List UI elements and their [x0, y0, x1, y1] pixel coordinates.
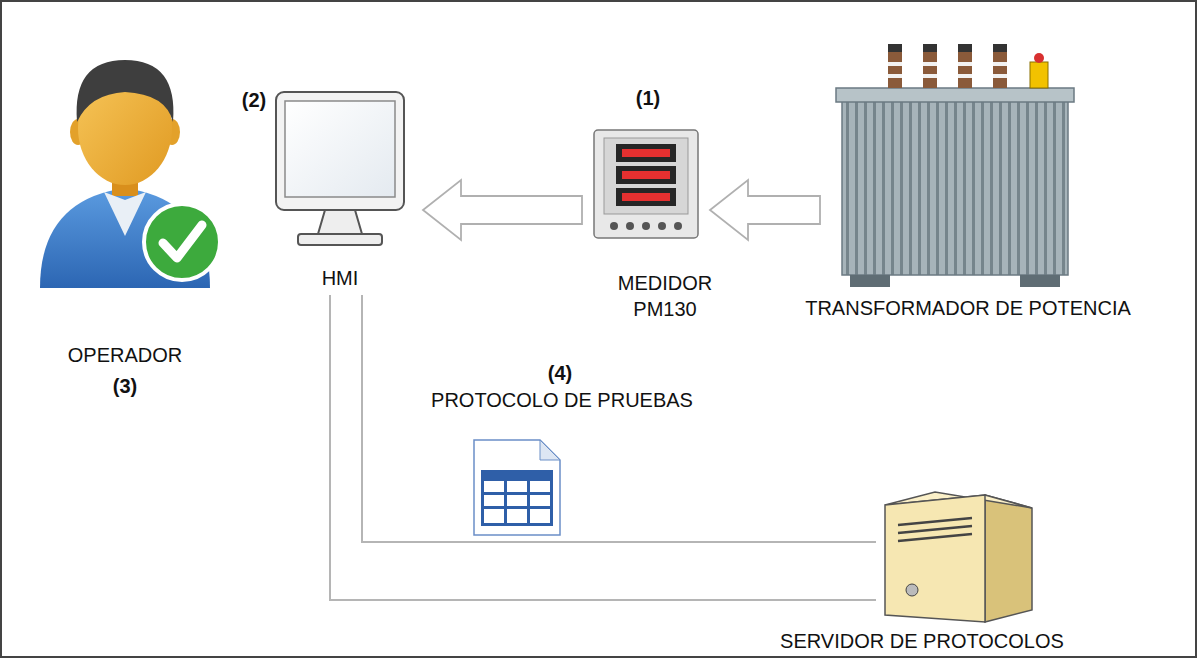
operator-node: OPERADOR(3) — [30, 45, 220, 290]
node-label: TRANSFORMADOR DE POTENCIA — [805, 295, 1131, 321]
node-label: SERVIDOR DE PROTOCOLOS — [780, 628, 1064, 654]
meter-icon — [594, 130, 698, 238]
block-arrow — [423, 180, 582, 240]
transformer-node: TRANSFORMADOR DE POTENCIA — [828, 35, 1083, 290]
callout-number: (2) — [242, 87, 266, 113]
callout-number: (1) — [636, 85, 660, 111]
node-label: OPERADOR — [68, 342, 182, 368]
callout-number: (4) — [548, 360, 572, 386]
document-node: (4)PROTOCOLO DE PRUEBAS — [470, 440, 560, 535]
meter-node: (1)MEDIDOR PM130 — [590, 125, 702, 243]
transformer-icon — [836, 44, 1074, 287]
node-label: MEDIDOR PM130 — [600, 270, 730, 322]
node-label: PROTOCOLO DE PRUEBAS — [431, 387, 693, 413]
monitor-icon — [276, 92, 404, 245]
operator-icon — [40, 60, 220, 288]
document-icon — [474, 440, 560, 535]
server-node: SERVIDOR DE PROTOCOLOS — [878, 488, 1038, 625]
hmi-node: (2)HMI — [250, 80, 415, 255]
block-arrow — [710, 180, 820, 240]
callout-number: (3) — [113, 373, 137, 399]
server-icon — [885, 492, 1032, 622]
node-label: HMI — [322, 265, 359, 291]
link-line — [330, 295, 876, 600]
